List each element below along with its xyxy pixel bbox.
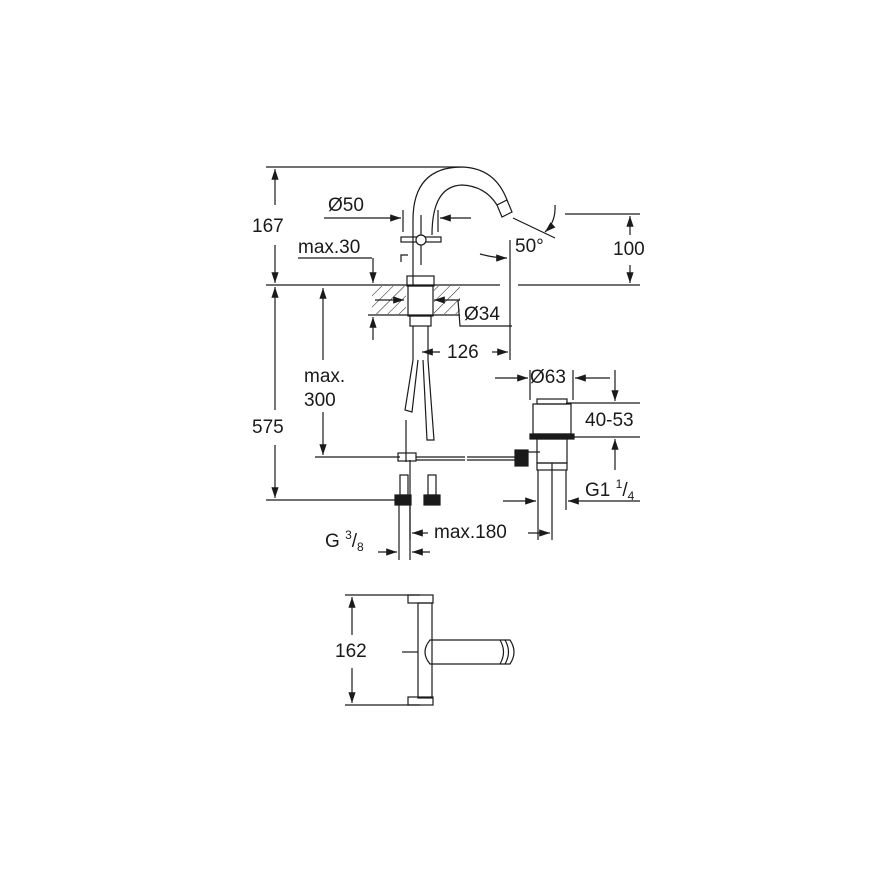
dim-waste-thread: G1 1/4	[585, 477, 635, 503]
supply-thread-num: 3	[345, 528, 352, 542]
dim-handle-diameter: Ø50	[328, 195, 364, 216]
waste-thread-den: 4	[627, 489, 635, 503]
dim-spout-height: 100	[613, 239, 645, 260]
dim-waste-range: 40-53	[585, 410, 634, 431]
mixer-body	[394, 166, 540, 506]
top-view	[402, 594, 515, 706]
dim-hole-diameter: Ø34	[464, 304, 500, 325]
supply-thread-main: G	[325, 531, 340, 552]
reference-lines	[266, 166, 640, 501]
dim-deck-thickness: max.30	[298, 237, 361, 258]
waste-thread-num: 1	[615, 477, 623, 491]
dim-hose-max-label: max.	[304, 366, 346, 387]
dim-waste-diameter: Ø63	[530, 367, 566, 388]
dim-rod-length: max.180	[434, 522, 507, 543]
dim-supply-thread: G 3/8	[325, 528, 364, 554]
waste-thread-main: G1	[585, 480, 611, 501]
dim-height-above-deck: 167	[252, 216, 284, 237]
pop-up-waste	[529, 398, 575, 471]
deck-section	[372, 286, 460, 314]
dim-hose-max-value: 300	[304, 390, 336, 411]
supply-thread-den: 8	[357, 540, 364, 554]
dim-spray-angle: 50°	[515, 236, 544, 257]
dim-total-height: 575	[252, 417, 284, 438]
dim-top-view-depth: 162	[335, 641, 367, 662]
dim-spout-reach: 126	[447, 342, 479, 363]
